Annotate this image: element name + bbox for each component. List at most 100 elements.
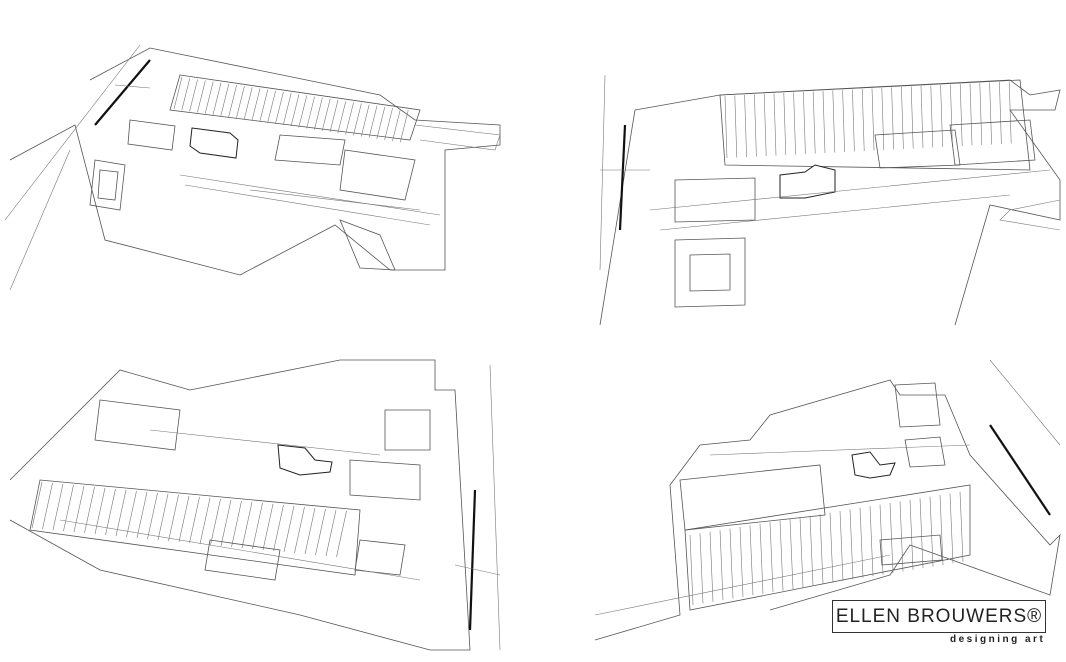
shed-roof-line [759, 523, 764, 594]
shed-roof-line [267, 90, 276, 123]
shed-roof-line [719, 530, 724, 601]
shed-roof-line [881, 87, 885, 151]
shed-roof-line [73, 485, 85, 533]
shed-roof-line [699, 533, 704, 604]
shed-roof-line [63, 484, 74, 532]
shed-roof-line [920, 85, 924, 149]
shed-roof-line [336, 510, 347, 558]
shed-roof-line [793, 92, 796, 155]
site-plan-drawing [594, 359, 1061, 641]
shed-roof-line [384, 107, 393, 141]
site-plan-view-1 [0, 40, 520, 310]
logo-tagline: designing art [950, 634, 1046, 645]
shed-roof-line [789, 518, 794, 590]
shed-roof-line [809, 515, 814, 586]
shed-roof-line [329, 99, 339, 133]
shed-roof-line [744, 94, 747, 158]
shed-roof-line [84, 486, 95, 534]
shed-roof-line [769, 522, 774, 593]
shed-roof-line [849, 509, 854, 580]
shed-roof-line [399, 110, 409, 143]
shed-roof-line [189, 79, 198, 112]
shed-roof-line [181, 78, 191, 111]
shed-roof-line [220, 83, 230, 116]
shed-roof-line [315, 508, 326, 556]
shed-roof-line [241, 501, 253, 549]
shed-roof-line [734, 95, 738, 158]
shed-roof-line [212, 82, 222, 115]
shed-roof-line [42, 482, 53, 530]
shed-roof-line [178, 495, 190, 543]
shed-roof-line [283, 505, 295, 553]
shed-roof-line [360, 104, 370, 137]
shed-roof-line [724, 95, 728, 159]
shed-roof-line [909, 499, 914, 570]
shed-roof-line [832, 90, 836, 153]
shed-roof-line [829, 512, 834, 583]
shed-roof-line [989, 82, 992, 145]
shed-roof-line [969, 83, 973, 146]
shed-roof-line [321, 98, 331, 131]
shed-roof-line [275, 91, 284, 125]
shed-roof-line [842, 89, 845, 153]
shed-roof-line [314, 97, 323, 130]
shed-roof-line [197, 80, 206, 113]
shed-roof-line [949, 493, 954, 564]
shed-roof-line [689, 534, 694, 606]
shed-roof-line [147, 492, 158, 540]
shed-roof-line [799, 517, 804, 588]
shed-roof-line [819, 514, 824, 585]
shed-roof-line [157, 493, 169, 541]
shed-roof-line [304, 507, 316, 555]
shed-roof-line [290, 94, 300, 127]
shed-roof-line [754, 94, 757, 157]
shed-roof-line [52, 483, 64, 531]
shed-roof-line [950, 84, 953, 147]
shed-roof-line [919, 498, 924, 569]
shed-roof-line [783, 92, 787, 156]
shed-roof-line [852, 89, 855, 152]
shed-roof-line [136, 491, 148, 539]
shed-roof-line [839, 510, 844, 582]
shed-roof-line [869, 506, 874, 577]
site-plan-drawing [9, 359, 501, 651]
shed-roof-line [959, 491, 964, 562]
site-plan-view-2 [590, 70, 1065, 330]
shed-roof-line [252, 502, 263, 550]
shed-roof-line [126, 490, 137, 538]
shed-roof-line [168, 494, 179, 542]
shed-roof-line [763, 93, 767, 157]
shed-roof-line [368, 105, 378, 138]
shed-roof-line [861, 88, 865, 152]
shed-roof-line [1008, 81, 1012, 144]
site-plan-drawing [599, 74, 1061, 326]
logo-name: ELLEN BROUWERS® [835, 605, 1043, 627]
shed-roof-line [306, 96, 315, 129]
shed-roof-line [259, 89, 269, 122]
shed-roof-line [999, 81, 1002, 145]
shed-roof-line [231, 500, 242, 548]
site-plan-view-3 [0, 350, 520, 655]
shed-roof-line [910, 86, 914, 149]
shed-roof-line [709, 531, 714, 602]
shed-roof-line [891, 87, 894, 150]
shed-roof-line [899, 501, 904, 572]
shed-roof-line [294, 506, 305, 554]
shed-roof-line [353, 103, 362, 136]
shed-roof-line [199, 497, 211, 545]
shed-roof-line [337, 101, 347, 134]
shed-roof-line [930, 85, 934, 148]
shed-roof-line [282, 93, 292, 126]
shed-roof-line [173, 76, 183, 110]
shed-roof-line [251, 88, 261, 121]
shed-roof-line [773, 93, 777, 156]
shed-roof-line [220, 499, 232, 547]
shed-roof-line [228, 84, 237, 118]
shed-roof-line [812, 91, 816, 154]
shed-roof-line [803, 91, 806, 155]
shed-roof-line [298, 95, 308, 128]
shed-roof-line [262, 503, 274, 551]
shed-roof-line [779, 520, 784, 591]
shed-roof-line [236, 86, 245, 119]
shed-roof-line [31, 481, 43, 529]
